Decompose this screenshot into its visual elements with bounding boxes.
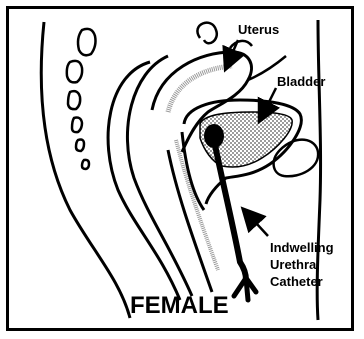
spine-vertebrae	[67, 29, 96, 169]
rectum	[108, 62, 180, 300]
diagram-title: FEMALE	[130, 292, 229, 319]
catheter-label-line1: Indwelling	[270, 240, 334, 255]
catheter-pointer	[244, 210, 268, 236]
catheter-label-line3: Catheter	[270, 274, 323, 289]
uterus-label: Uterus	[238, 22, 279, 37]
bladder-label: Bladder	[277, 74, 325, 89]
pubic-bone	[274, 140, 319, 177]
catheter-label-line2: Urethral	[270, 257, 320, 272]
vagina	[168, 150, 212, 292]
